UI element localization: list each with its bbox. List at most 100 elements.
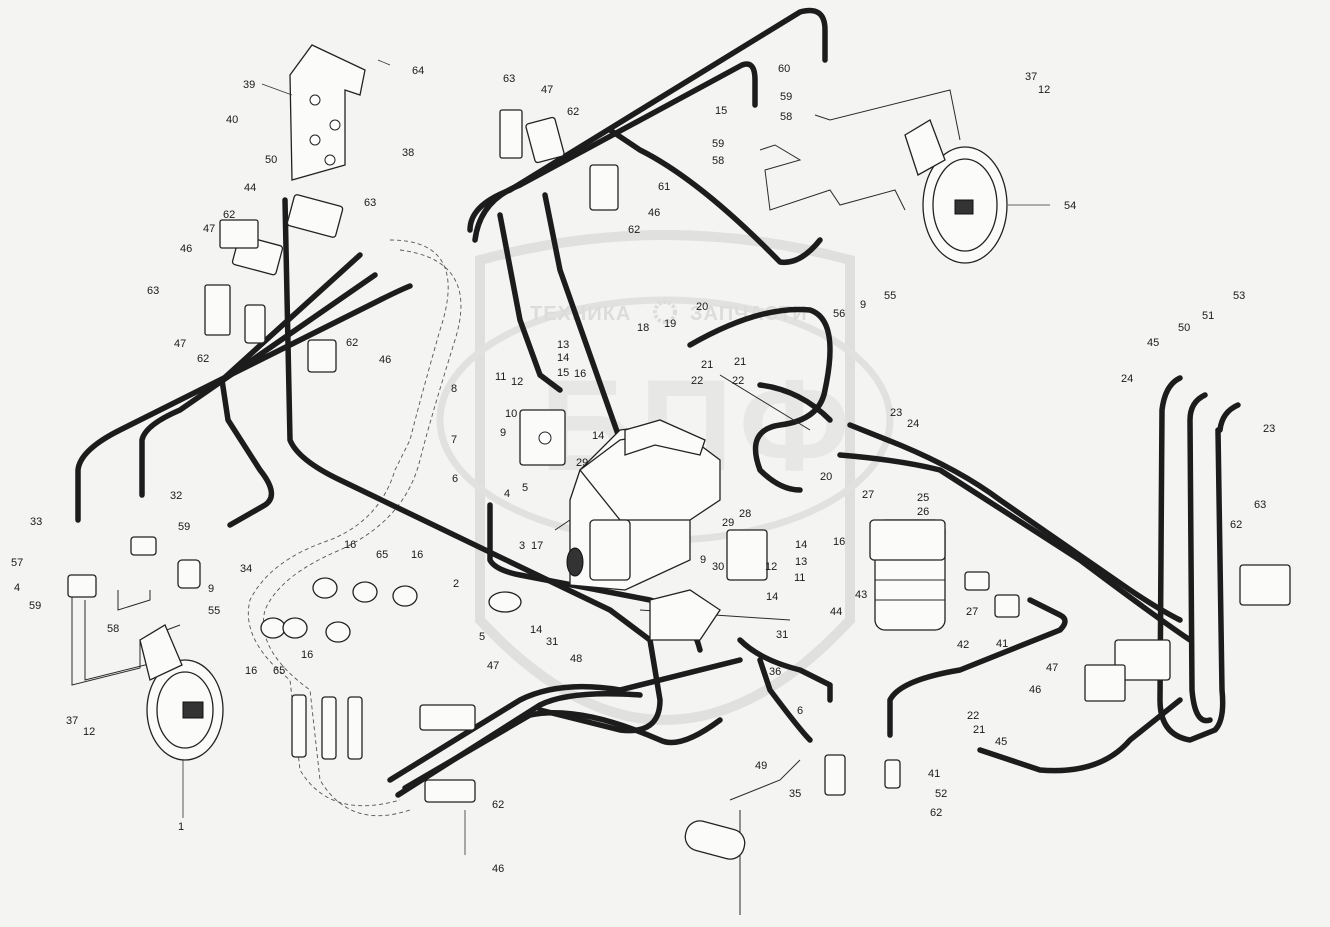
callout-22: 22 — [732, 375, 744, 387]
callout-11: 11 — [495, 371, 506, 383]
callout-16: 16 — [574, 368, 586, 380]
callout-14: 14 — [766, 591, 778, 603]
callout-55: 55 — [208, 605, 220, 617]
callout-13: 13 — [795, 556, 807, 568]
callout-19: 19 — [664, 318, 676, 330]
callout-46: 46 — [180, 243, 192, 255]
callout-36: 36 — [769, 666, 781, 678]
callout-14: 14 — [795, 539, 807, 551]
callout-44: 44 — [830, 606, 842, 618]
callout-11: 11 — [794, 572, 805, 584]
callout-47: 47 — [487, 660, 499, 672]
callout-9: 9 — [700, 554, 706, 566]
callout-51: 51 — [1202, 310, 1214, 322]
callout-62: 62 — [492, 799, 504, 811]
callout-4: 4 — [504, 488, 510, 500]
callout-29: 29 — [722, 517, 734, 529]
callout-13: 13 — [557, 339, 569, 351]
callout-16: 16 — [833, 536, 845, 548]
callout-65: 65 — [273, 665, 285, 677]
callout-65: 65 — [376, 549, 388, 561]
callout-29: 29 — [576, 457, 588, 469]
callout-62: 62 — [930, 807, 942, 819]
callout-15: 15 — [557, 367, 569, 379]
callout-35: 35 — [789, 788, 801, 800]
callout-21: 21 — [701, 359, 713, 371]
callout-9: 9 — [860, 299, 866, 311]
callout-10: 10 — [505, 408, 517, 420]
callout-8: 8 — [451, 383, 457, 395]
callout-16: 16 — [411, 549, 423, 561]
callout-21: 21 — [734, 356, 746, 368]
callout-37: 37 — [66, 715, 78, 727]
callout-43: 43 — [855, 589, 867, 601]
callout-31: 31 — [776, 629, 788, 641]
callout-24: 24 — [907, 418, 919, 430]
callout-5: 5 — [522, 482, 528, 494]
callout-57: 57 — [11, 557, 23, 569]
callout-59: 59 — [780, 91, 792, 103]
callout-28: 28 — [739, 508, 751, 520]
callout-56: 56 — [833, 308, 845, 320]
callout-5: 5 — [479, 631, 485, 643]
callout-58: 58 — [107, 623, 119, 635]
callout-59: 59 — [178, 521, 190, 533]
callout-15: 15 — [715, 105, 727, 117]
callout-63: 63 — [147, 285, 159, 297]
callout-3: 3 — [519, 540, 525, 552]
callout-58: 58 — [780, 111, 792, 123]
callout-4: 4 — [14, 582, 20, 594]
callout-50: 50 — [1178, 322, 1190, 334]
watermark-left-text: ТЕХНИКА — [530, 303, 631, 325]
callout-27: 27 — [862, 489, 874, 501]
callout-18: 18 — [637, 322, 649, 334]
callout-47: 47 — [174, 338, 186, 350]
callout-47: 47 — [541, 84, 553, 96]
bracket-39 — [289, 44, 366, 181]
callout-44: 44 — [244, 182, 256, 194]
gear-icon — [653, 300, 677, 324]
callout-20: 20 — [820, 471, 832, 483]
callout-40: 40 — [226, 114, 238, 126]
callout-61: 61 — [658, 181, 670, 193]
callout-14: 14 — [592, 430, 604, 442]
callout-32: 32 — [170, 490, 182, 502]
callout-41: 41 — [928, 768, 940, 780]
callout-62: 62 — [223, 209, 235, 221]
callout-42: 42 — [957, 639, 969, 651]
callout-12: 12 — [511, 376, 523, 388]
callout-62: 62 — [1230, 519, 1242, 531]
callout-7: 7 — [451, 434, 457, 446]
callout-45: 45 — [1147, 337, 1159, 349]
callout-54: 54 — [1064, 200, 1076, 212]
callout-14: 14 — [557, 352, 569, 364]
callout-12: 12 — [1038, 84, 1050, 96]
callout-63: 63 — [1254, 499, 1266, 511]
callout-60: 60 — [778, 63, 790, 75]
callout-9: 9 — [208, 583, 214, 595]
callout-2: 2 — [453, 578, 459, 590]
callout-46: 46 — [648, 207, 660, 219]
callout-58: 58 — [712, 155, 724, 167]
callout-46: 46 — [379, 354, 391, 366]
callout-34: 34 — [240, 563, 252, 575]
callout-55: 55 — [884, 290, 896, 302]
callout-41: 41 — [996, 638, 1008, 650]
callout-46: 46 — [1029, 684, 1041, 696]
callout-6: 6 — [797, 705, 803, 717]
callout-39: 39 — [243, 79, 255, 91]
callout-46: 46 — [492, 863, 504, 875]
callout-62: 62 — [197, 353, 209, 365]
callout-25: 25 — [917, 492, 929, 504]
callout-38: 38 — [402, 147, 414, 159]
callout-59: 59 — [712, 138, 724, 150]
callout-49: 49 — [755, 760, 767, 772]
callout-62: 62 — [346, 337, 358, 349]
callout-22: 22 — [967, 710, 979, 722]
callout-33: 33 — [30, 516, 42, 528]
callout-12: 12 — [83, 726, 95, 738]
callout-52: 52 — [935, 788, 947, 800]
callout-47: 47 — [1046, 662, 1058, 674]
callout-14: 14 — [530, 624, 542, 636]
